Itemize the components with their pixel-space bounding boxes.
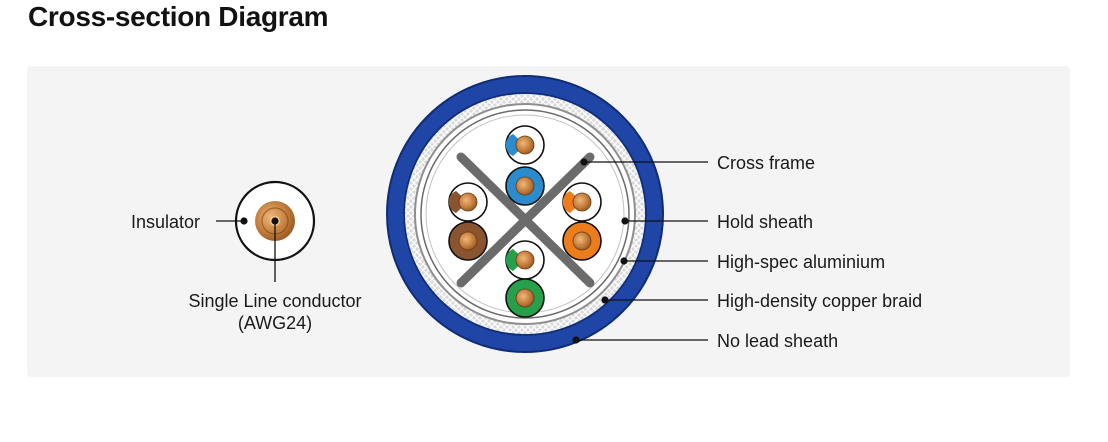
cable-cross-section: [386, 75, 664, 353]
pair-blue-stripe: [505, 134, 525, 156]
copper-braid-label: High-density copper braid: [717, 291, 922, 311]
hold-sheath-label: Hold sheath: [717, 212, 813, 232]
pair-blue-stripe-core: [515, 135, 535, 155]
conductor-leader-dot: [271, 217, 279, 225]
copper-braid-callout: High-density copper braid: [601, 291, 922, 311]
cross-frame-bar-b: [456, 152, 595, 288]
pair-brown-solid-core: [458, 231, 478, 251]
hold-sheath-callout: Hold sheath: [621, 212, 813, 232]
outer-jacket-callout: No lead sheath: [572, 331, 838, 351]
page-title: Cross-section Diagram: [28, 1, 329, 32]
pair-orange-stripe-core: [572, 192, 592, 212]
cross-frame-callout: Cross frame: [580, 153, 815, 173]
pair-green: [505, 240, 545, 318]
pair-orange: [562, 182, 602, 261]
pair-orange-solid-core: [572, 231, 592, 251]
pair-green-stripe: [505, 249, 525, 271]
cross-frame: [456, 152, 595, 288]
aluminium-leader-dot: [620, 257, 628, 265]
aluminium-label: High-spec aluminium: [717, 252, 885, 272]
outer-jacket-label: No lead sheath: [717, 331, 838, 351]
pair-brown-stripe-core: [458, 192, 478, 212]
cross-frame-leader-dot: [580, 158, 588, 166]
insulator-label: Insulator: [131, 212, 200, 232]
pair-green-solid-core: [515, 288, 535, 308]
cross-frame-label: Cross frame: [717, 153, 815, 173]
pair-blue-solid-core: [515, 176, 535, 196]
aluminium-callout: High-spec aluminium: [620, 252, 885, 272]
cross-section-diagram: Insulator Single Line conductor (AWG24): [131, 75, 922, 353]
outer-jacket-inner-edge: [403, 92, 647, 336]
conductor-label-line1: Single Line conductor: [188, 291, 361, 311]
outer-jacket-leader-dot: [572, 336, 580, 344]
copper-braid-leader-dot: [601, 296, 609, 304]
pair-orange-stripe: [562, 191, 582, 213]
pair-brown-stripe: [448, 191, 468, 213]
pair-green-stripe-core: [515, 250, 535, 270]
outer-jacket-outline: [386, 75, 664, 353]
pair-blue: [505, 125, 545, 206]
pair-brown: [448, 182, 488, 261]
conductor-label-line2: (AWG24): [238, 313, 312, 333]
insulator-leader-dot: [240, 217, 248, 225]
hold-sheath-leader-dot: [621, 217, 629, 225]
diagram-panel: Insulator Single Line conductor (AWG24): [27, 66, 1070, 377]
